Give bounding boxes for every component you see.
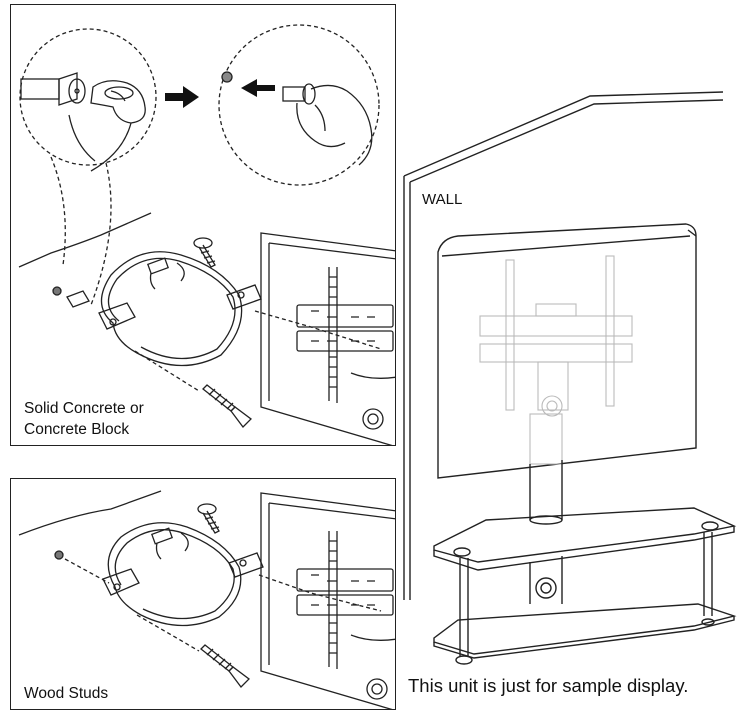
glass-shelf-bottom-icon xyxy=(433,603,737,665)
hand-inserting-anchor-icon xyxy=(20,72,146,172)
concrete-label: Solid Concrete or Concrete Block xyxy=(24,398,144,440)
wall-outline xyxy=(403,91,724,600)
drilled-hole-icon xyxy=(52,286,62,296)
hand-with-anchor-icon xyxy=(282,83,373,166)
screw-top-icon xyxy=(193,237,216,268)
screw-top-icon xyxy=(197,503,220,534)
screw-bottom-icon xyxy=(202,384,252,428)
anchor-icon xyxy=(66,290,90,308)
arrow-left-icon xyxy=(241,79,275,97)
zoom-circle-right xyxy=(218,24,380,186)
safety-strap-icon xyxy=(98,251,262,367)
tv-back-icon xyxy=(260,232,395,445)
tv-screen-icon xyxy=(437,223,697,479)
arrow-right-icon xyxy=(165,86,199,108)
stud-hole-icon xyxy=(54,550,64,560)
stand-leg-front-right xyxy=(703,532,713,616)
tv-bracket-ghost xyxy=(479,255,633,465)
glass-shelf-top-icon xyxy=(433,507,737,571)
sample-display-caption: This unit is just for sample display. xyxy=(408,675,689,696)
wall-label: WALL xyxy=(422,191,463,208)
wood-studs-install-panel: Wood Studs xyxy=(10,478,396,710)
stand-pole-icon xyxy=(529,460,563,525)
concrete-install-panel: Solid Concrete or Concrete Block xyxy=(10,4,396,446)
stand-leg-front-left xyxy=(459,558,469,656)
tv-back-icon xyxy=(260,492,395,709)
wall-hole-icon xyxy=(221,71,233,83)
tv-stand-illustration xyxy=(403,91,737,665)
stand-pole-lower xyxy=(529,556,563,604)
wood-studs-label: Wood Studs xyxy=(24,683,113,704)
concrete-install-illustration xyxy=(18,24,395,445)
safety-strap-icon xyxy=(102,522,264,627)
zoom-circle-left xyxy=(19,28,157,166)
screw-bottom-icon xyxy=(200,644,250,688)
wood-studs-illustration xyxy=(18,490,395,709)
